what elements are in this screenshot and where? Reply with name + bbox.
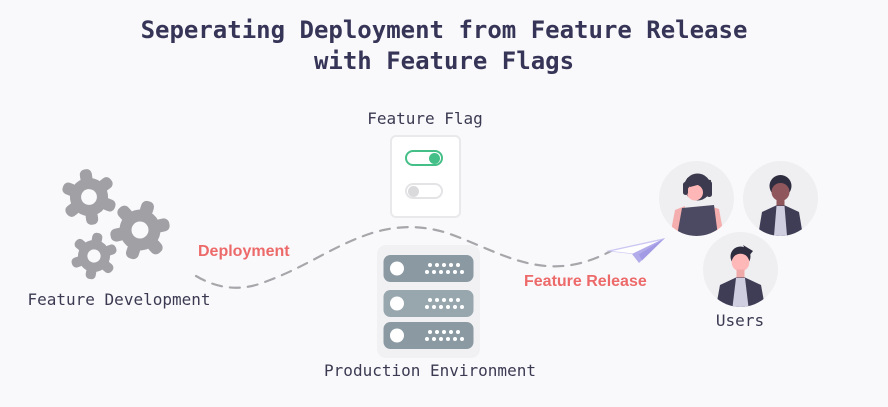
feature-flag-label: Feature Flag [367,109,483,128]
production-environment-label: Production Environment [324,361,536,380]
avatar-woman-icon [659,161,734,236]
dashed-flow-path [194,226,613,289]
feature-development-label: Feature Development [27,290,211,309]
gear-large-icon [58,165,120,229]
page-title-line1: Seperating Deployment from Feature Relea… [140,16,748,44]
page-title: Seperating Deployment from Feature Relea… [0,15,888,77]
server-bar [383,322,474,349]
toggle-on-icon[interactable] [405,150,443,166]
feature-flag-card [390,135,461,218]
paper-plane-icon [606,238,665,263]
server-bar [383,255,474,282]
deployment-flow-label: Deployment [198,243,290,260]
avatar-man-icon [703,232,778,307]
page-title-line2: with Feature Flags [313,47,575,75]
gears-icon [58,165,178,284]
toggle-off-icon[interactable] [405,183,443,199]
feature-release-flow-label: Feature Release [524,273,647,290]
users-label: Users [715,311,765,330]
server-bar [383,290,474,317]
avatar-man-icon [743,161,818,236]
server-stack-icon [377,245,480,358]
